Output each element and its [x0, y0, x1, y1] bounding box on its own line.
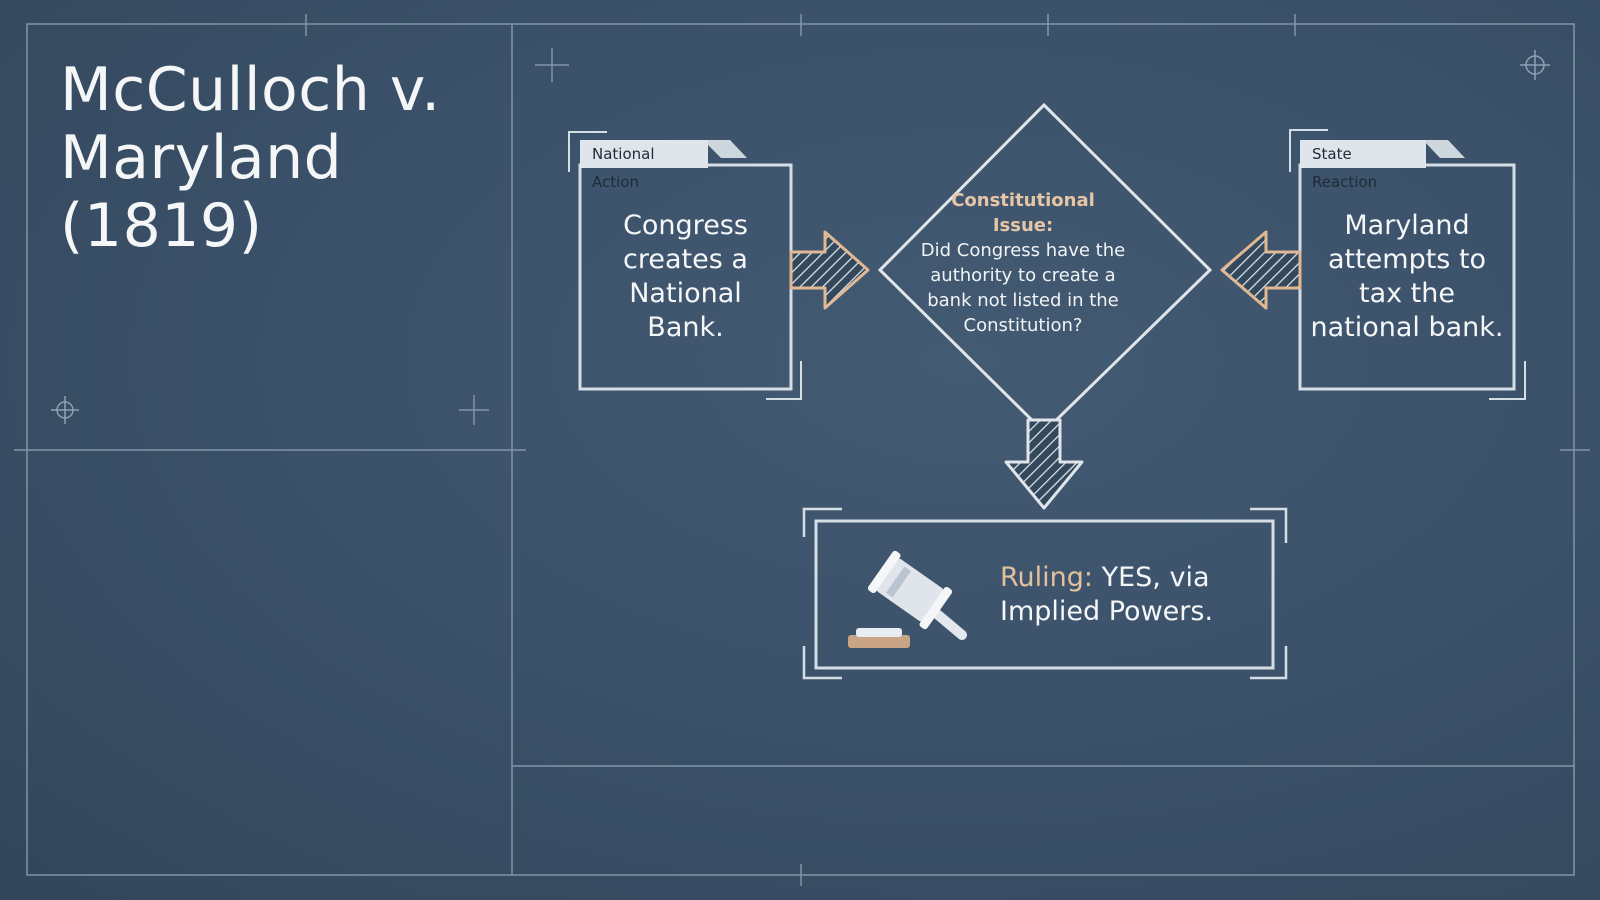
arrow-right-icon: [789, 230, 870, 310]
national-action-text: Congress creates a National Bank.: [623, 210, 748, 343]
arrow-down-icon: [1004, 418, 1084, 510]
state-reaction-text: Maryland attempts to tax the national ba…: [1310, 210, 1504, 343]
title-line-1: McCulloch v.: [60, 55, 441, 125]
ruling-box: [802, 507, 1288, 680]
title-line-3: (1819): [60, 191, 263, 261]
national-action-tab: National Action: [580, 140, 708, 191]
issue-label: Constitutional Issue:: [951, 190, 1095, 236]
state-reaction-tab: State Reaction: [1300, 140, 1426, 191]
constitutional-issue: Constitutional Issue: Did Congress have …: [918, 188, 1128, 338]
ruling-label: Ruling:: [1000, 562, 1094, 593]
arrow-left-icon: [1220, 230, 1302, 310]
gavel-icon: [848, 550, 967, 648]
issue-question: Did Congress have the authority to creat…: [920, 240, 1126, 336]
crosshair-icon: [1520, 50, 1550, 80]
crosshair-icon: [51, 396, 79, 424]
ruling-statement: Ruling: YES, via Implied Powers.: [1000, 561, 1240, 629]
title-line-2: Maryland: [60, 123, 343, 193]
ruling-text: YES, via Implied Powers.: [1000, 562, 1214, 627]
page-title: McCulloch v. Maryland (1819): [60, 56, 480, 260]
